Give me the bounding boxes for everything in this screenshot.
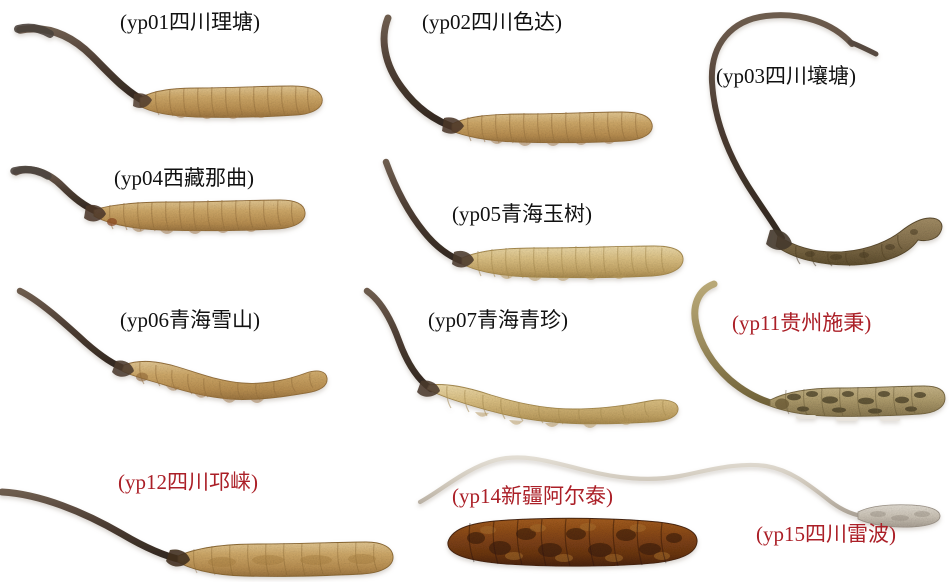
label-yp12: (yp12四川邛崃) bbox=[118, 470, 258, 494]
label-yp07: (yp07青海青珍) bbox=[428, 308, 568, 332]
specimen-yp02 bbox=[372, 14, 672, 151]
label-yp05: (yp05青海玉树) bbox=[452, 202, 592, 226]
specimen-yp04 bbox=[8, 160, 318, 270]
specimen-yp01-drawing bbox=[14, 23, 323, 119]
yp05-joint bbox=[452, 250, 474, 268]
yp11-prolegs bbox=[796, 415, 900, 421]
yp04-stroma bbox=[12, 166, 102, 216]
yp04-body bbox=[93, 199, 306, 232]
specimen-yp06-drawing bbox=[16, 287, 328, 403]
yp07-stroma bbox=[363, 287, 435, 393]
specimen-yp06 bbox=[6, 285, 336, 415]
yp05-body bbox=[461, 245, 684, 279]
label-yp11: (yp11贵州施秉) bbox=[732, 311, 872, 335]
specimen-yp05-drawing bbox=[382, 158, 684, 281]
yp06-joint bbox=[112, 360, 134, 377]
specimen-yp04-drawing bbox=[10, 165, 306, 234]
specimen-yp14-drawing bbox=[447, 517, 698, 567]
yp06-head bbox=[136, 372, 148, 382]
specimen-yp05 bbox=[380, 158, 692, 290]
specimen-yp15 bbox=[417, 448, 948, 530]
yp11-stroma bbox=[691, 280, 778, 408]
yp04-stroma-tip bbox=[10, 165, 52, 180]
yp03-stroma bbox=[708, 12, 855, 241]
label-yp14: (yp14新疆阿尔泰) bbox=[452, 484, 613, 508]
yp01-joint bbox=[133, 93, 152, 108]
yp15-stroma bbox=[417, 455, 865, 519]
yp07-joint bbox=[417, 380, 440, 397]
yp01-body bbox=[139, 85, 323, 118]
specimen-yp02-drawing bbox=[380, 14, 653, 146]
label-yp03: (yp03四川壤塘) bbox=[716, 64, 856, 88]
yp02-joint bbox=[442, 117, 464, 134]
yp12-stroma bbox=[0, 488, 186, 564]
label-yp06: (yp06青海雪山) bbox=[120, 308, 260, 332]
yp01-stroma-tip bbox=[14, 23, 54, 38]
yp01-stroma bbox=[16, 25, 150, 106]
yp07-body bbox=[426, 384, 679, 425]
yp06-body bbox=[121, 360, 328, 400]
label-yp02: (yp02四川色达) bbox=[422, 10, 562, 34]
specimen-yp03-drawing bbox=[708, 12, 943, 267]
specimen-yp12 bbox=[0, 482, 400, 582]
yp02-stroma bbox=[380, 14, 460, 132]
specimen-yp03 bbox=[700, 8, 948, 288]
specimen-yp12-drawing bbox=[0, 488, 394, 577]
yp03-body bbox=[775, 217, 943, 266]
yp03-stroma-tip bbox=[847, 39, 879, 57]
specimen-yp01 bbox=[14, 22, 344, 142]
label-yp04: (yp04西藏那曲) bbox=[114, 166, 254, 190]
specimen-yp07-drawing bbox=[363, 287, 679, 428]
label-yp01: (yp01四川理塘) bbox=[120, 10, 260, 34]
specimen-yp14 bbox=[438, 510, 708, 576]
yp12-joint bbox=[166, 549, 190, 567]
yp06-stroma bbox=[16, 287, 130, 373]
label-yp15: (yp15四川雷波) bbox=[756, 522, 896, 546]
yp03-joint bbox=[766, 229, 792, 250]
specimen-yp11 bbox=[686, 280, 948, 442]
yp04-joint bbox=[84, 204, 106, 222]
yp04-head bbox=[107, 218, 117, 226]
yp05-stroma bbox=[382, 158, 468, 266]
specimen-yp15-drawing bbox=[417, 455, 941, 528]
specimen-yp07 bbox=[355, 285, 695, 428]
specimen-yp11-drawing bbox=[691, 280, 946, 421]
yp11-head bbox=[775, 398, 789, 410]
